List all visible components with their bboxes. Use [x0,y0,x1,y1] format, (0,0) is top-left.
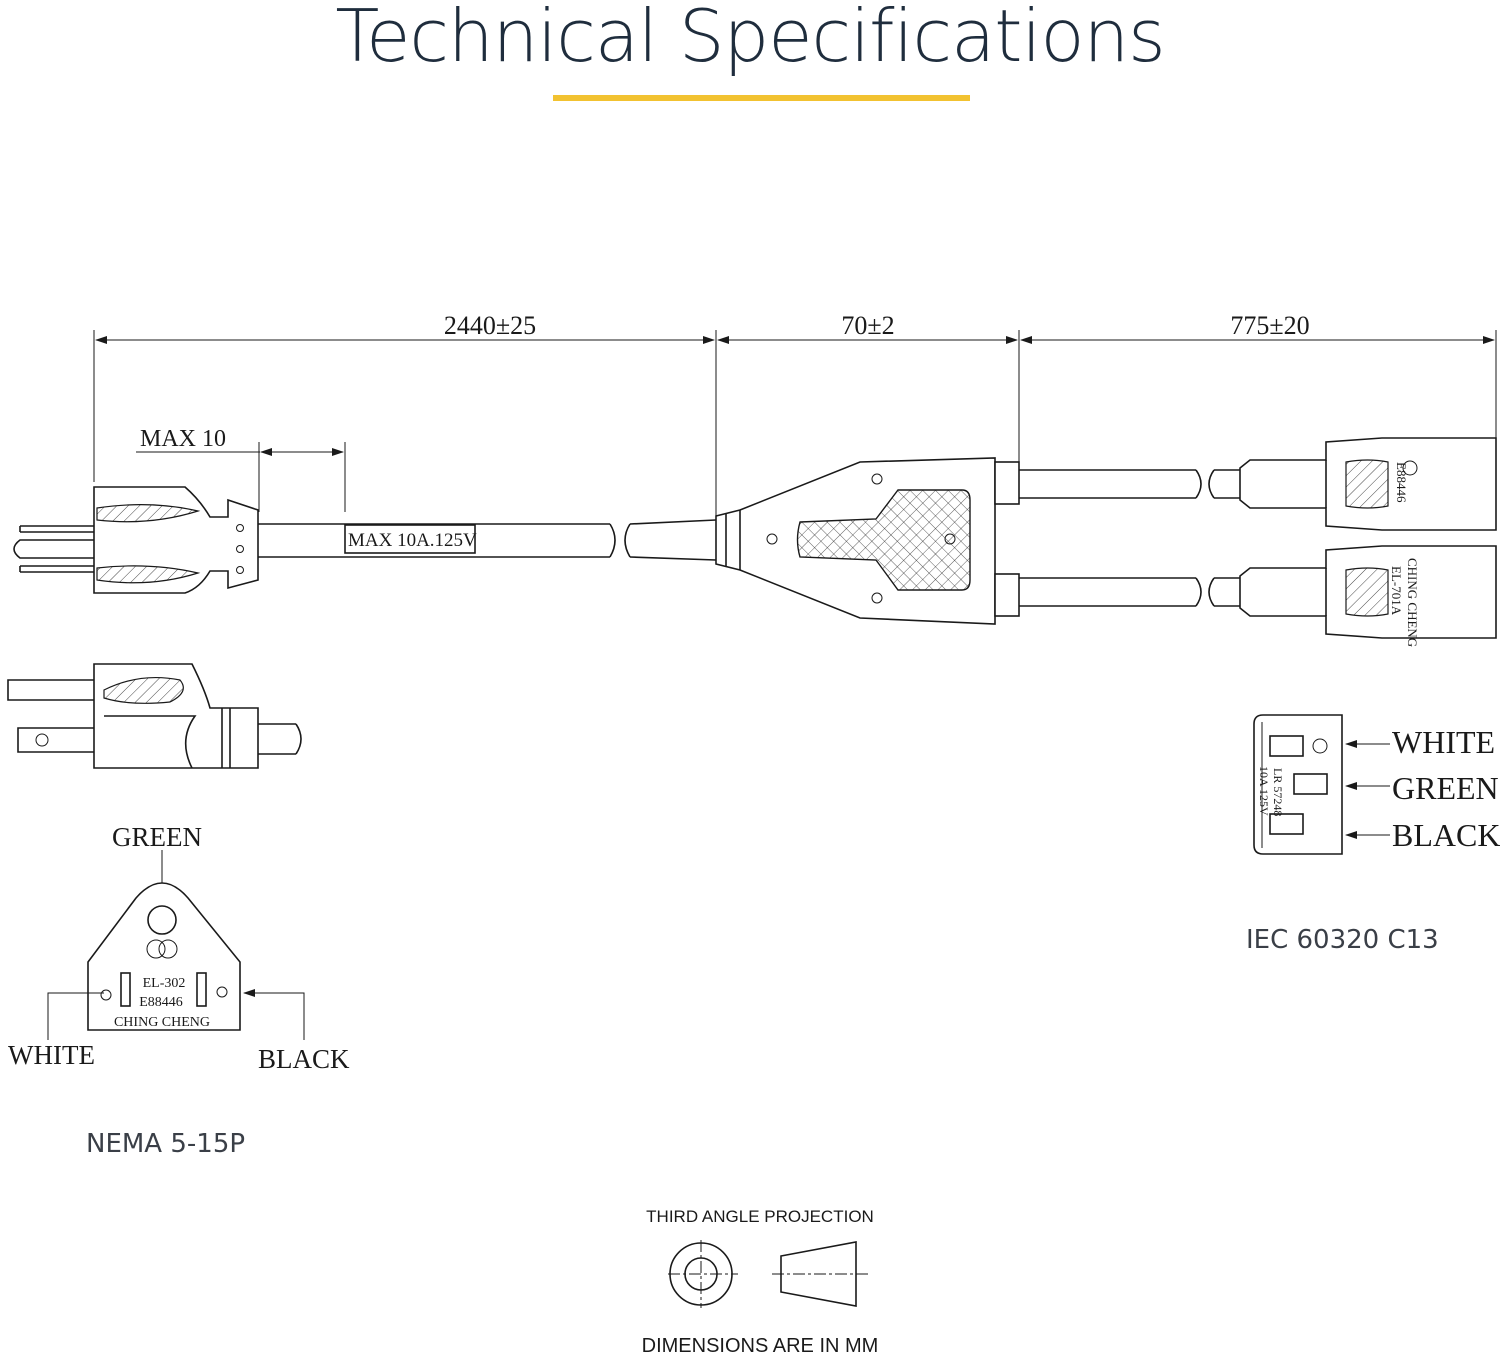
title-underline [553,95,970,101]
c13-lower-marking-2: EL-701A [1389,566,1404,616]
c13-wire-black: BLACK [1392,817,1500,853]
c13-wire-white: WHITE [1392,724,1495,760]
branch-cables [1019,469,1240,607]
dim-branch-cable: 775±20 [1230,311,1309,340]
page-title: Technical Specifications [335,0,1165,78]
dim-main-cable: 2440±25 [444,311,536,340]
projection-label: THIRD ANGLE PROJECTION [646,1207,874,1226]
nema-wire-white: WHITE [8,1040,95,1070]
nema-wire-green: GREEN [112,822,202,852]
nema-face-text-1: EL-302 [143,976,186,991]
nema-caption: NEMA 5-15P [86,1129,245,1159]
dim-splitter: 70±2 [841,311,894,340]
c13-face-text-1: LR 57248 [1271,768,1285,816]
c13-connector-lower: CHING CHENG EL-701A [1239,545,1497,647]
cable-marking: MAX 10A.125V [348,530,477,551]
c13-face-view: LR 57248 10A 125V WHITE GREEN BLACK [1253,714,1500,855]
nema-face-text-2: E88446 [139,995,183,1010]
c13-lower-marking-1: CHING CHENG [1405,558,1420,647]
iec-caption: IEC 60320 C13 [1246,925,1439,955]
nema-plug-top-view [13,486,259,594]
c13-upper-marking: E88446 [1394,462,1409,503]
dimension-lines: 2440±25 70±2 775±20 MAX 10 [93,311,1497,518]
dim-strip-max: MAX 10 [140,426,226,452]
projection-symbol [668,1240,868,1308]
main-cable: MAX 10A.125V [258,519,717,561]
nema-face-text-3: CHING CHENG [114,1015,210,1030]
nema-plug-side-view [7,663,302,769]
nema-face-view: GREEN EL-302 E88446 CHING CHENG WHITE BL… [8,822,350,1074]
c13-connector-upper: E88446 [1239,437,1497,531]
c13-wire-green: GREEN [1392,770,1499,806]
nema-wire-black: BLACK [258,1044,350,1074]
units-note: DIMENSIONS ARE IN MM [642,1335,879,1356]
splitter-body [715,457,1020,625]
c13-face-text-2: 10A 125V [1257,766,1271,816]
